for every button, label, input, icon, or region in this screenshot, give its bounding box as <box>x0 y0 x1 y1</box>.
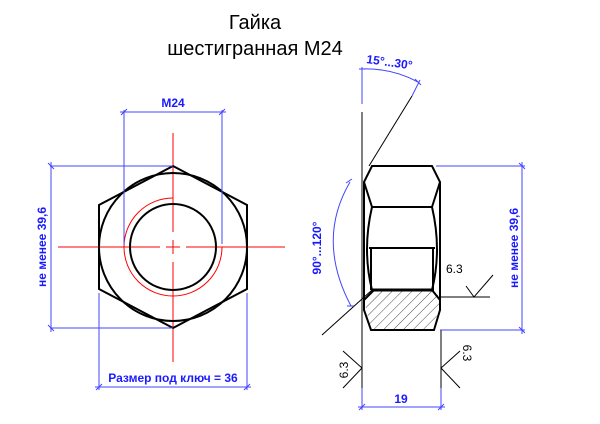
drawing-title: Гайка шестигранная М24 <box>0 10 510 62</box>
roughness-right-label: 6.3 <box>460 345 474 362</box>
chamfer-angle-label: 15°...30° <box>366 52 414 72</box>
wrench-size-label: Размер под ключ = 36 <box>108 371 238 385</box>
bore-circle <box>129 203 217 291</box>
thickness-dimension-label: 19 <box>394 392 408 406</box>
section-hatching <box>364 291 440 330</box>
centerlines <box>58 133 285 362</box>
front-dimensions <box>47 108 251 391</box>
roughness-left-label: 6.3 <box>337 361 351 378</box>
side-height-dimension-label: не менее 39,6 <box>507 208 521 288</box>
title-line-1: Гайка <box>228 12 282 34</box>
side-angle-label: 90°...120° <box>310 221 324 274</box>
roughness-symbols <box>342 274 494 389</box>
title-line-2: шестигранная М24 <box>167 38 343 60</box>
chamfer-circle <box>98 172 248 322</box>
thread-dimension-label: M24 <box>161 96 185 110</box>
roughness-top-label: 6.3 <box>446 262 463 276</box>
front-view: M24 не менее 39,6 Размер под ключ = 36 <box>35 96 285 391</box>
front-height-dimension-label: не менее 39,6 <box>35 207 49 287</box>
side-dimensions <box>332 67 526 411</box>
side-view: 6.3 6.3 6.3 15°... <box>310 52 526 411</box>
